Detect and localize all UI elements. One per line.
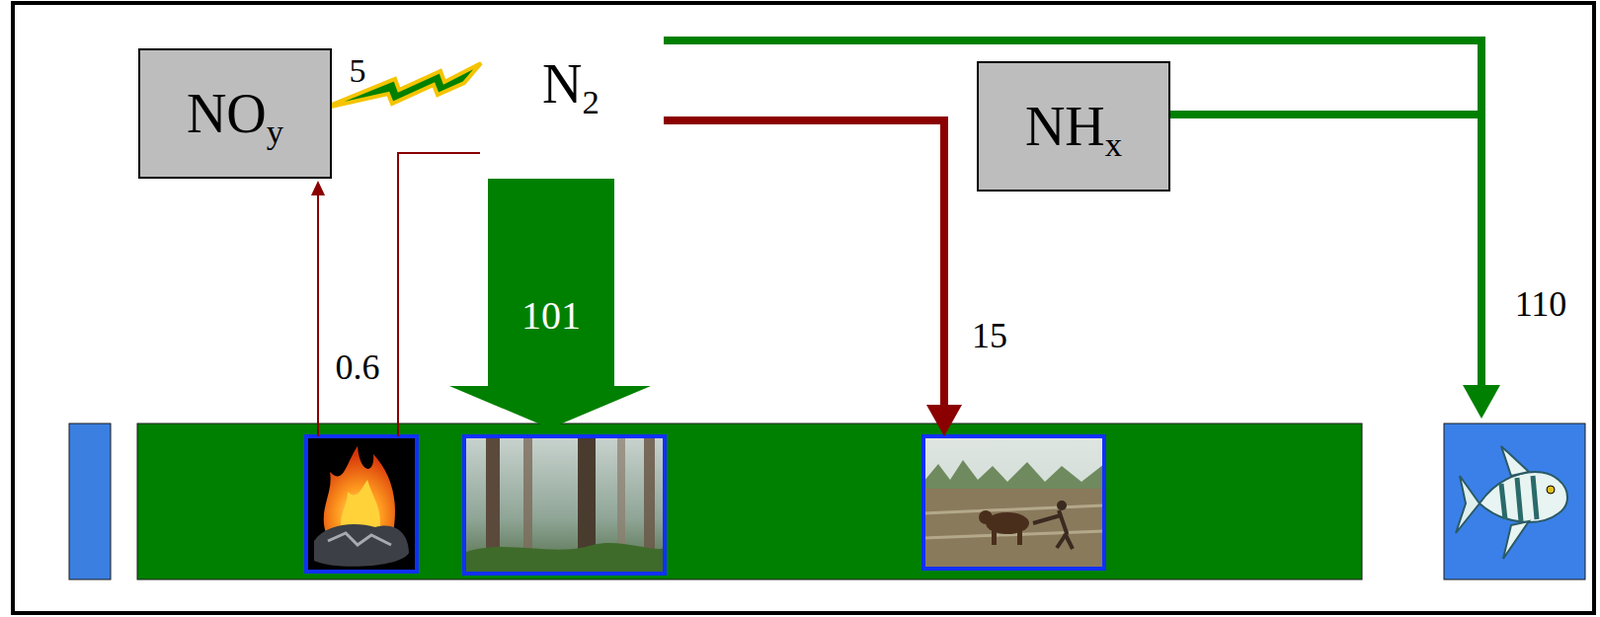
compound-name: NHx [1025,98,1122,155]
compound-box: NOy [138,48,332,179]
flux-value: 101 [521,296,581,336]
nhx-merge-line [1170,110,1486,119]
ocean-box [1443,423,1586,580]
ocean-arrow [663,40,1482,388]
lightning-bolt [321,63,481,109]
combustion-arrow [317,193,320,437]
arrowhead [1462,385,1501,419]
frame [12,2,1595,614]
flux-value: 5 [349,54,367,88]
agriculture-arrow [663,120,945,407]
farm-image [923,436,1105,569]
fixation-arrow [449,178,651,429]
flux-value: 110 [1515,286,1568,322]
land-band [137,423,1362,580]
arrowhead [926,404,962,437]
flux-value: 0.6 [335,349,381,386]
combustion-line [398,153,480,437]
fish-icon [1455,446,1568,560]
fire-image [306,436,417,572]
arrowhead [311,180,325,196]
flux-value: 15 [971,318,1008,354]
compound-box: NHx [976,61,1171,192]
water-bar [69,423,111,580]
forest-image [464,436,665,574]
compound-name: NOy [186,85,284,142]
compound-name: N2 [542,56,600,112]
